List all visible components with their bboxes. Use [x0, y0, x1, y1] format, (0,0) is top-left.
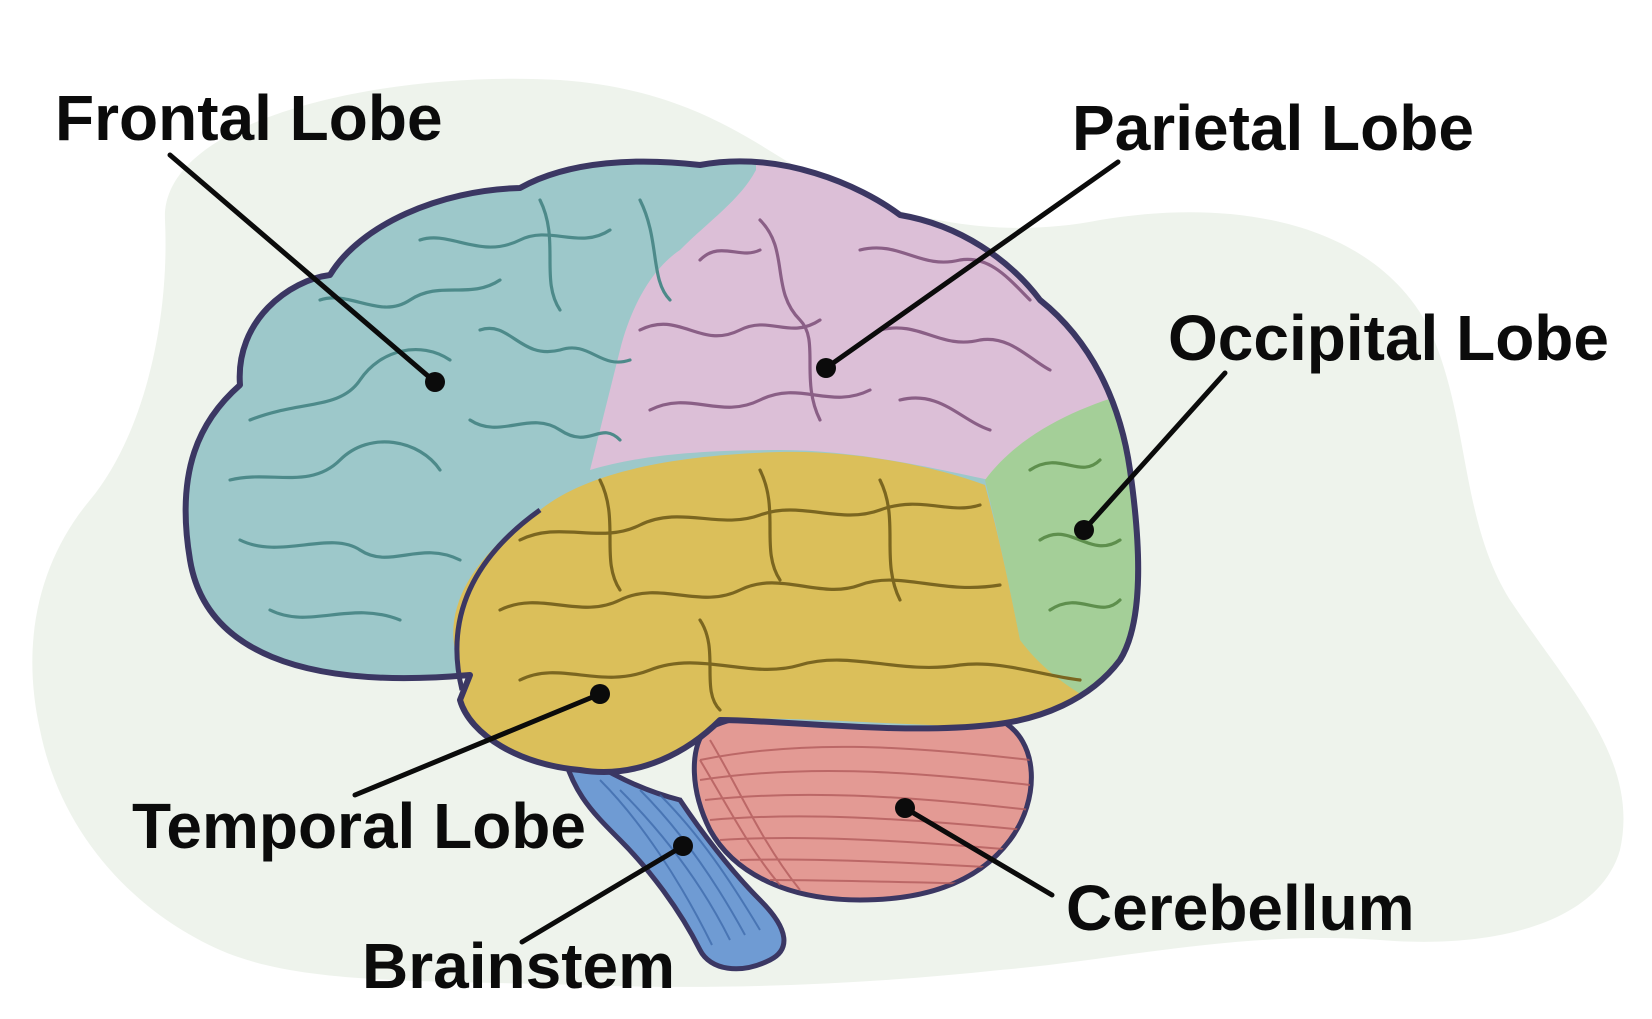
frontal-pointer-dot	[425, 372, 445, 392]
cerebrum-outline	[182, 158, 1142, 775]
occipital-gyri	[1028, 458, 1122, 612]
pointer-dots	[425, 358, 1094, 856]
temporal-gyri	[498, 468, 1082, 712]
frontal-lobe-label: Frontal Lobe	[55, 82, 443, 154]
temporal-pointer-dot	[590, 684, 610, 704]
frontal-leader-line	[167, 152, 438, 385]
brainstem-label: Brainstem	[362, 930, 675, 1002]
brainstem-texture	[599, 779, 761, 946]
parietal-lobe-label: Parietal Lobe	[1072, 92, 1474, 164]
occipital-lobe-label: Occipital Lobe	[1168, 302, 1609, 374]
temporal-lobe-label: Temporal Lobe	[132, 790, 586, 862]
parietal-leader-line	[823, 159, 1121, 371]
occipital-leader-line	[1081, 370, 1228, 533]
cerebellum-leader-line	[902, 805, 1055, 898]
temporal-border	[454, 507, 542, 691]
brainstem-leader-line	[519, 843, 686, 945]
cerebellum-region	[691, 705, 1034, 903]
frontal-gyri	[228, 198, 672, 622]
temporal-leader-line	[352, 691, 603, 798]
parietal-pointer-dot	[816, 358, 836, 378]
cerebellum-label: Cerebellum	[1066, 872, 1415, 944]
occipital-pointer-dot	[1074, 520, 1094, 540]
cerebellum-pointer-dot	[895, 798, 915, 818]
brainstem-pointer-dot	[673, 836, 693, 856]
parietal-gyri	[638, 218, 1052, 432]
leader-lines	[167, 152, 1228, 945]
